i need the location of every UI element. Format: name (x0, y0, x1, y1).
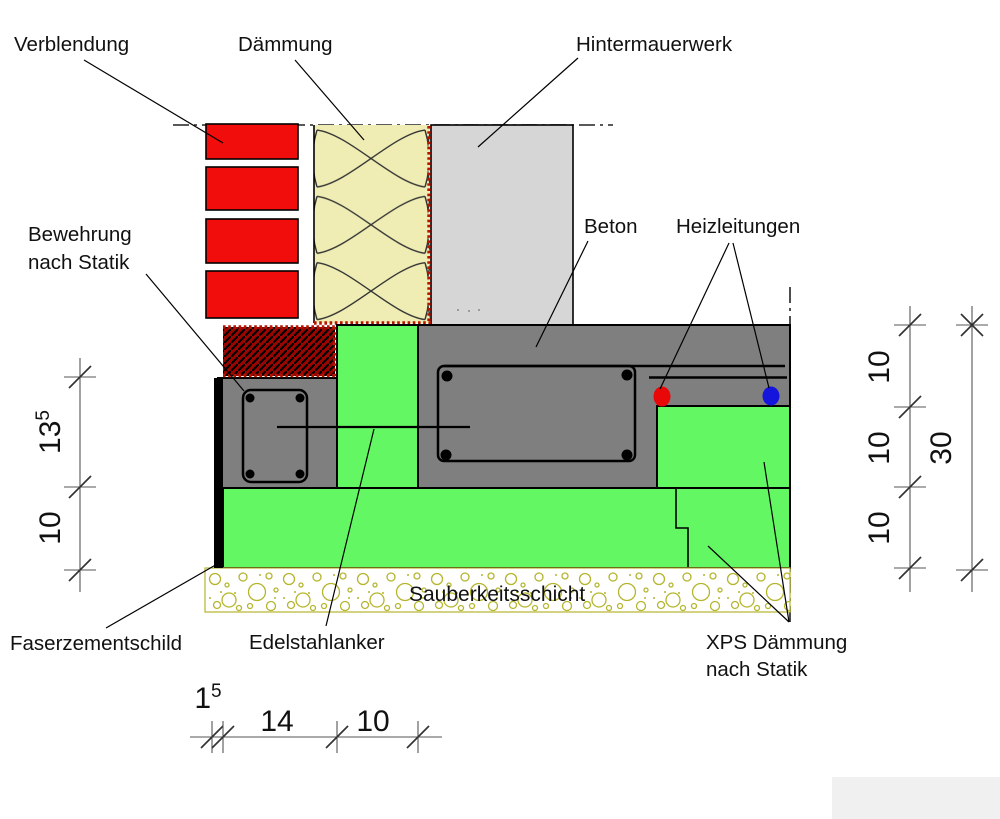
label-xps-line2: nach Statik (706, 658, 808, 681)
dim-bottom-10: 10 (356, 705, 389, 738)
dim-right-10a: 10 (863, 350, 896, 383)
hatched-concrete-hatch (223, 327, 335, 376)
dimension-chain-left: 135 10 (33, 358, 97, 592)
leader-verblendung (83, 59, 224, 144)
masonry-block (430, 124, 574, 326)
leader-bewehrung (145, 273, 245, 392)
brick-courses (205, 123, 299, 319)
leader-heizleitung-red (659, 242, 730, 390)
dim-right-10c: 10 (863, 511, 896, 544)
leader-lines (83, 57, 790, 629)
masonry-speckles (457, 309, 480, 312)
brick (205, 218, 299, 264)
heating-pipe-red (653, 386, 671, 407)
dimension-chain-right-segments: 10 10 10 (863, 306, 927, 592)
dimension-chain-bottom: 15 14 10 (190, 681, 442, 754)
dim-bottom-15: 15 (194, 681, 221, 715)
dim-left-10: 10 (34, 511, 67, 544)
xps-board-joint (675, 489, 689, 567)
fiber-cement-board (214, 378, 223, 568)
label-hintermauerwerk: Hintermauerwerk (576, 33, 733, 56)
label-beton: Beton (584, 215, 638, 238)
label-sauberkeitsschicht: Sauberkeitsschicht (409, 583, 585, 606)
slab-stirrup (436, 364, 787, 463)
label-bewehrung-line2: nach Statik (28, 251, 130, 274)
hatched-block-dotted-edges (223, 325, 337, 378)
leader-edelstahlanker (325, 428, 375, 627)
label-xps-line1: XPS Dämmung (706, 631, 847, 654)
brick (205, 270, 299, 319)
dimension-chain-right-total: 30 (925, 306, 989, 592)
leader-beton (535, 240, 589, 348)
xps-upper-right-block (656, 405, 791, 489)
dim-bottom-14: 14 (260, 705, 293, 738)
blinding-texture (204, 567, 791, 613)
label-verblendung: Verblendung (14, 33, 129, 56)
insulation-hatch (314, 125, 430, 323)
xps-vertical-strip (336, 324, 419, 489)
dim-left-135: 135 (33, 410, 67, 454)
leader-xps-lower (707, 545, 790, 623)
leader-hintermauerwerk (477, 57, 579, 148)
leader-faserzementschild (105, 562, 220, 629)
label-faserzementschild: Faserzementschild (10, 632, 182, 655)
leader-heizleitung-blue (732, 242, 770, 389)
label-bewehrung-line1: Bewehrung (28, 223, 132, 246)
concrete-upstand (217, 377, 338, 489)
label-heizleitungen: Heizleitungen (676, 215, 800, 238)
dim-right-30: 30 (925, 431, 958, 464)
leader-xps-upper (763, 461, 790, 623)
label-daemmung: Dämmung (238, 33, 333, 56)
label-edelstahlanker: Edelstahlanker (249, 631, 385, 654)
brick (205, 166, 299, 211)
leader-daemmung (294, 59, 365, 141)
steel-anchor (277, 419, 470, 436)
watermark-area (832, 777, 1000, 819)
insulation-dotted-edges (314, 126, 431, 325)
xps-bottom-layer (222, 487, 791, 569)
dim-right-10b: 10 (863, 431, 896, 464)
heating-pipe-blue (762, 386, 780, 406)
